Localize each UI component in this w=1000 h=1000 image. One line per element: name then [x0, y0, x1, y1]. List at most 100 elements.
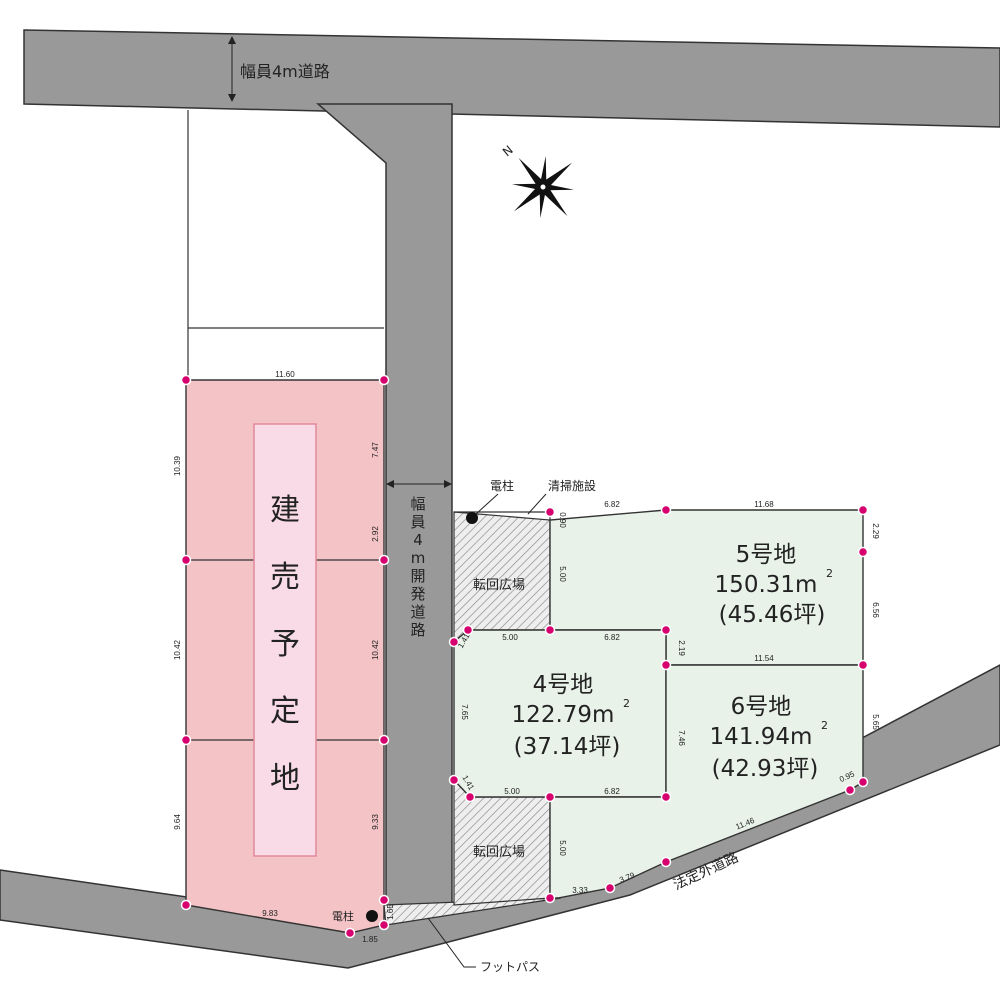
svg-text:路: 路: [410, 621, 425, 639]
dim-label: 5.00: [504, 787, 520, 796]
dim-label: 3.33: [572, 886, 588, 895]
utility-pole-bottom-label: 電柱: [332, 909, 354, 923]
dim-label: 5.65: [871, 714, 880, 730]
dim-label: 9.83: [262, 909, 278, 918]
boundary-marker: [378, 894, 390, 906]
boundary-marker: [857, 659, 869, 671]
boundary-marker: [378, 734, 390, 746]
boundary-marker: [448, 774, 460, 786]
dim-label: 7.65: [460, 704, 469, 720]
svg-text:員: 員: [410, 513, 425, 531]
sale-lot-label-box: [253, 423, 317, 857]
dim-label: 0.90: [558, 512, 567, 528]
sale-lot-char-3: 予: [270, 627, 300, 662]
boundary-marker: [660, 624, 672, 636]
dim-label: 1.65: [386, 904, 395, 920]
boundary-marker: [378, 374, 390, 386]
cleaning-leader: [527, 493, 547, 515]
sale-lot-char-1: 建: [270, 493, 300, 528]
boundary-marker: [462, 624, 474, 636]
boundary-marker: [180, 554, 192, 566]
footpath-label: フットパス: [480, 960, 540, 974]
boundary-marker: [857, 504, 869, 516]
svg-text:(42.93坪): (42.93坪): [712, 756, 819, 782]
boundary-marker: [844, 784, 856, 796]
svg-text:発: 発: [410, 585, 425, 603]
boundary-marker: [660, 791, 672, 803]
boundary-marker: [544, 892, 556, 904]
sale-lot-char-4: 定: [270, 694, 300, 729]
dim-label: 2.92: [371, 526, 380, 542]
boundary-marker: [180, 899, 192, 911]
boundary-marker: [660, 659, 672, 671]
dim-label: 2.29: [871, 523, 880, 539]
boundary-markers: [180, 374, 869, 939]
dim-label: 5.00: [502, 633, 518, 642]
boundary-marker: [660, 504, 672, 516]
boundary-marker: [448, 636, 460, 648]
svg-text:5号地: 5号地: [736, 542, 797, 568]
utility-pole-top-label: 電柱: [490, 478, 514, 493]
svg-text:道: 道: [410, 603, 425, 621]
dim-label: 11.68: [754, 500, 774, 509]
boundary-marker: [660, 856, 672, 868]
boundary-marker: [378, 554, 390, 566]
boundary-marker: [544, 624, 556, 636]
compass-north-label: N: [500, 143, 516, 159]
svg-text:幅: 幅: [410, 495, 425, 513]
dim-label: 10.42: [371, 639, 380, 660]
sale-lot-char-5: 地: [270, 761, 300, 796]
dim-label: 6.56: [871, 602, 880, 618]
svg-text:4: 4: [413, 531, 423, 549]
dev-road-width-arrow: [386, 480, 452, 488]
turnaround-bottom-label: 転回広場: [473, 845, 525, 860]
lot-4-label: 4号地 122.79m 2 (37.14坪): [512, 672, 630, 760]
boundary-marker: [857, 546, 869, 558]
sale-lot-char-2: 売: [270, 560, 300, 595]
svg-text:4号地: 4号地: [533, 672, 594, 698]
svg-text:122.79m: 122.79m: [512, 702, 615, 728]
boundary-marker: [180, 374, 192, 386]
dim-label: 5.00: [558, 840, 567, 856]
pole-top-leader: [475, 493, 499, 515]
boundary-marker: [180, 734, 192, 746]
dim-label: 9.33: [371, 814, 380, 830]
dim-label: 7.46: [677, 730, 686, 746]
svg-text:(37.14坪): (37.14坪): [514, 734, 621, 760]
cleaning-facility-label: 清掃施設: [548, 478, 596, 493]
dev-road-label: 幅 員 4 m 開 発 道 路: [410, 495, 425, 639]
boundary-marker: [857, 776, 869, 788]
dim-label: 2.19: [677, 640, 686, 656]
compass-rose-icon: [512, 156, 574, 218]
dim-label: 10.42: [173, 639, 182, 660]
turnaround-plaza-top: [453, 511, 551, 644]
boundary-marker: [604, 882, 616, 894]
dim-label: 11.54: [754, 654, 774, 663]
boundary-marker: [544, 506, 556, 518]
svg-text:150.31m: 150.31m: [715, 572, 818, 598]
svg-text:2: 2: [623, 697, 630, 710]
boundary-marker: [544, 791, 556, 803]
dim-label: 7.47: [371, 442, 380, 458]
dim-label: 11.60: [275, 370, 295, 379]
north-road-width-arrow: [228, 36, 236, 102]
svg-text:2: 2: [826, 567, 833, 580]
svg-text:141.94m: 141.94m: [710, 724, 813, 750]
dim-label: 1.85: [362, 935, 378, 944]
dim-label: 6.82: [604, 787, 620, 796]
north-road: [23, 29, 1000, 128]
north-road-label: 幅員4m道路: [240, 62, 330, 81]
dim-label: 10.39: [173, 455, 182, 476]
boundary-marker: [344, 927, 356, 939]
boundary-marker: [378, 919, 390, 931]
turnaround-top-label: 転回広場: [473, 578, 525, 593]
dim-label: 6.82: [604, 633, 620, 642]
svg-text:開: 開: [410, 567, 425, 585]
svg-text:(45.46坪): (45.46坪): [719, 602, 826, 628]
svg-text:m: m: [411, 549, 426, 567]
svg-text:2: 2: [821, 719, 828, 732]
boundary-marker: [464, 791, 476, 803]
dim-label: 9.64: [173, 814, 182, 830]
footpath-leader: [427, 917, 476, 968]
